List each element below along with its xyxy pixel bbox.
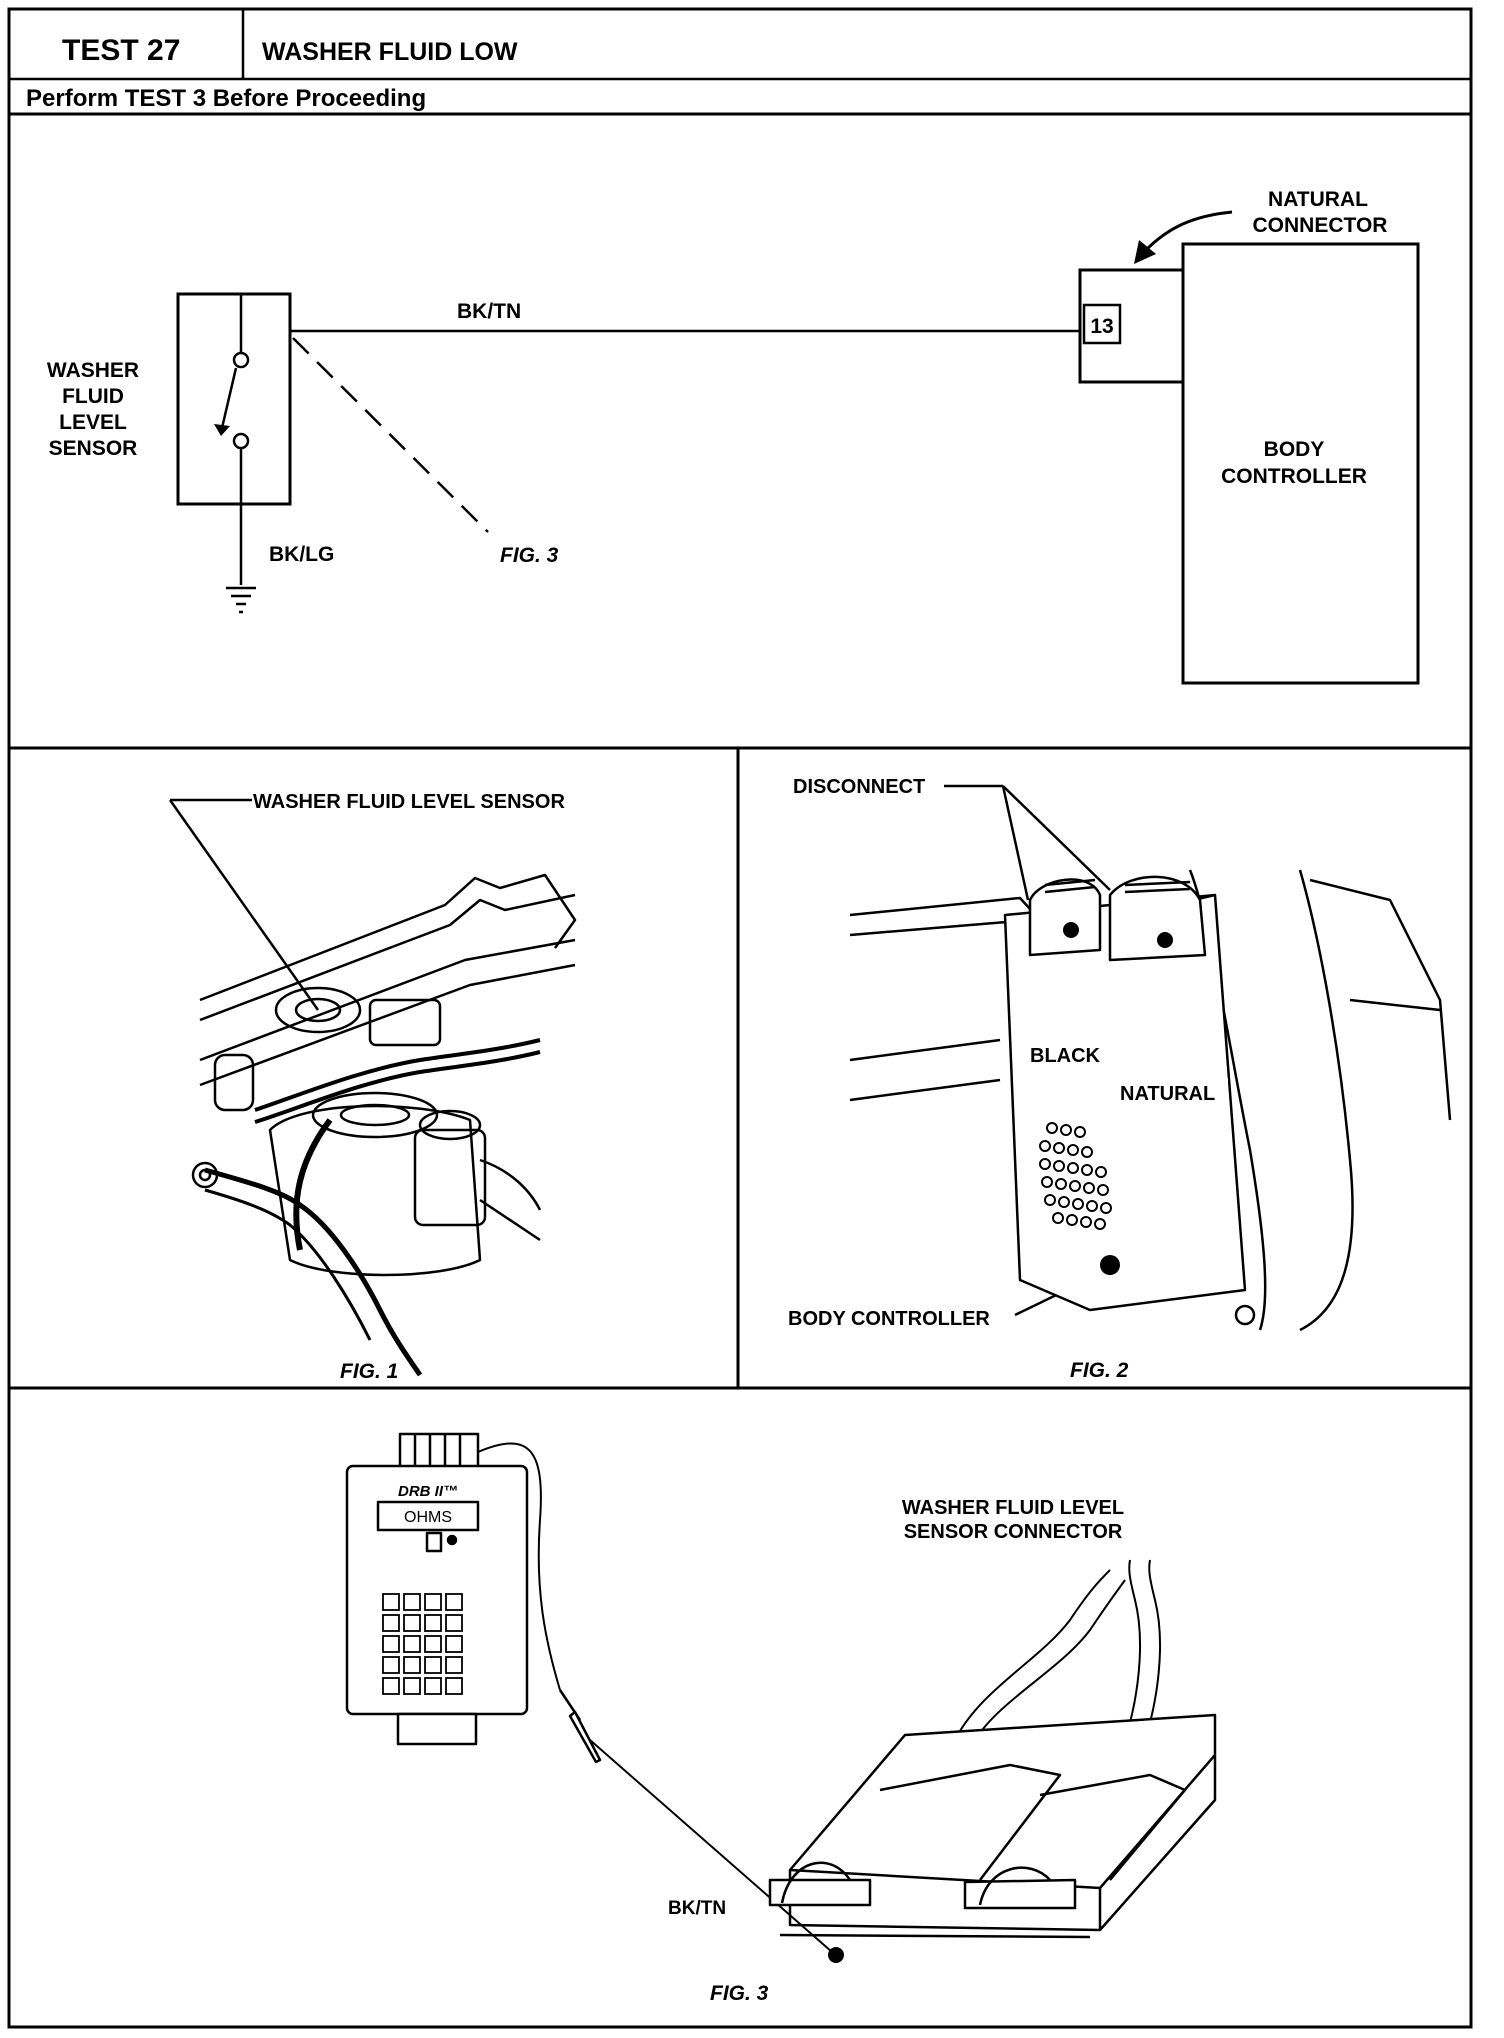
tester-display-text: OHMS [404,1509,452,1526]
probe-lead [477,1442,561,1691]
sensor-label-line3: LEVEL [59,411,127,434]
pin-13-label: 13 [1090,315,1113,338]
fig1-callout-washer-sensor: WASHER FLUID LEVEL SENSOR [253,791,565,813]
connector-label-line1: NATURAL [1268,188,1368,211]
sensor-label-line1: WASHER [47,359,139,382]
pin-13-box [1082,303,1122,345]
test-title: WASHER FLUID LOW [262,38,518,66]
prerequisite-note: Perform TEST 3 Before Proceeding [26,85,427,112]
switch-arrow [214,424,230,436]
wire-bk-tn-label: BK/TN [457,300,521,323]
fig2-callout-disconnect: DISCONNECT [793,776,925,798]
fig3-connector-label-line1: WASHER FLUID LEVEL [902,1497,1124,1519]
wire-bk-lg-label: BK/LG [269,543,334,566]
body-controller-box [1181,242,1420,685]
tester-keypad [382,1593,463,1695]
connector-arrow [1144,210,1233,252]
fig2-caption: FIG. 2 [1070,1359,1129,1382]
fig3-reference-line [292,337,489,533]
connector-label-line2: CONNECTOR [1253,214,1388,237]
ground-icon [226,586,256,614]
fig3-connector-label-line2: SENSOR CONNECTOR [904,1521,1123,1543]
fig3-pin-label: BK/TN [668,1898,726,1919]
fig3-reference-label: FIG. 3 [500,544,559,567]
sensor-box [176,292,292,506]
tester-display [376,1500,480,1532]
fig1-caption: FIG. 1 [340,1360,398,1383]
fig2-callout-black: BLACK [1030,1045,1101,1067]
test-number: TEST 27 [62,34,181,67]
body-controller-marker [1100,1255,1120,1275]
bk-tn-pin-marker [828,1947,844,1963]
tester-brand-label: DRB II™ [398,1483,458,1500]
fig2-callout-body-controller: BODY CONTROLLER [788,1308,990,1330]
fig2-callout-natural: NATURAL [1120,1083,1215,1105]
controller-label-line2: CONTROLLER [1221,465,1367,488]
sensor-label-line2: FLUID [62,385,124,408]
sensor-label-line4: SENSOR [49,437,138,460]
fig3-caption: FIG. 3 [710,1982,769,2005]
natural-connector-marker [1157,932,1173,948]
probe-tip [568,1710,602,1764]
black-connector-marker [1063,922,1079,938]
controller-label-line1: BODY [1264,438,1325,461]
module-vent-holes [1039,1122,1112,1230]
switch-arm [220,367,238,429]
